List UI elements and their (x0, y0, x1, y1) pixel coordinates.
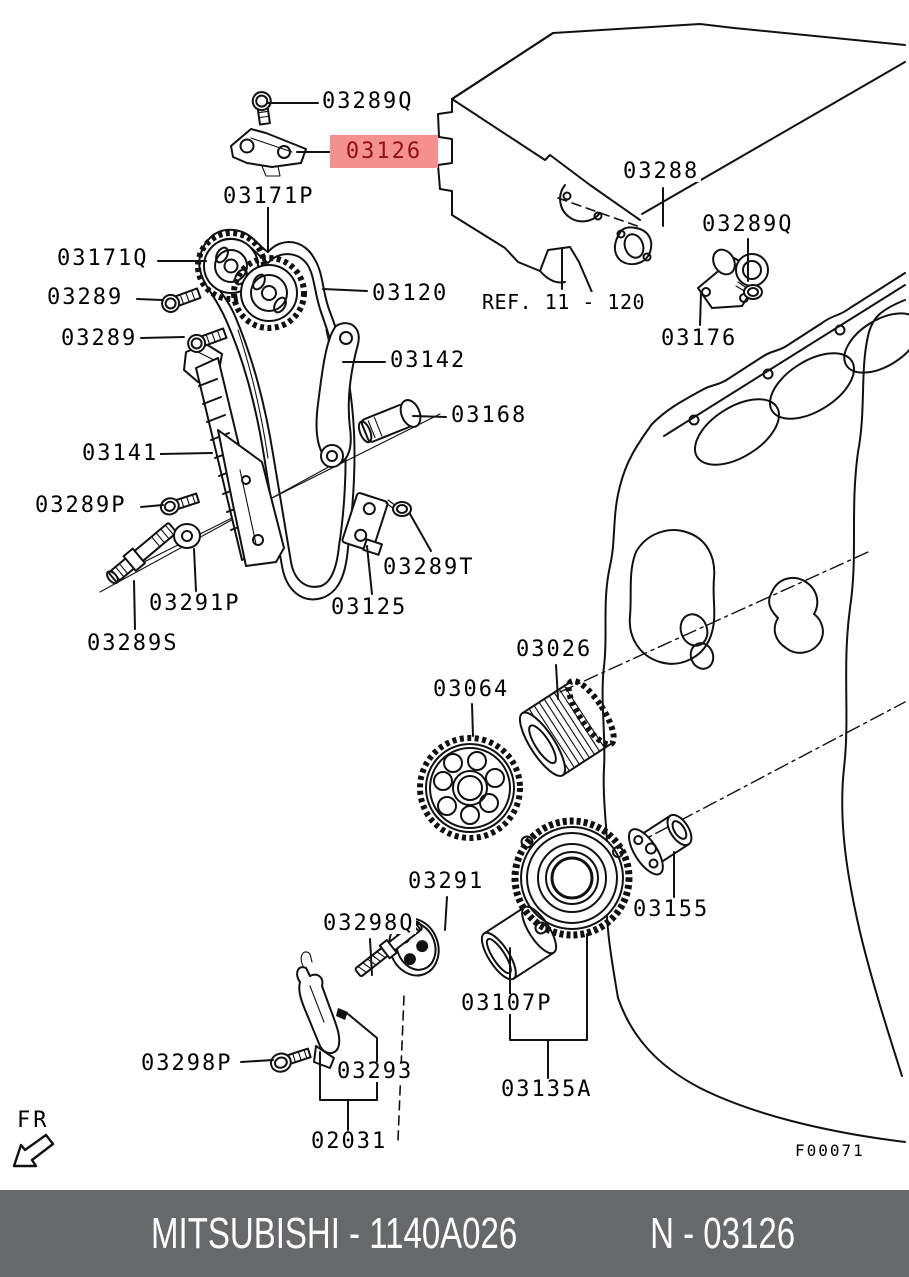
part-label-03298Q[interactable]: 03298Q (321, 911, 417, 936)
engine-block-drawing (601, 272, 909, 1143)
pivot-bolt-03168 (357, 399, 422, 444)
part-label-03125[interactable]: 03125 (329, 595, 410, 620)
cylinder-head-drawing (437, 23, 906, 305)
bolt-03289-b (187, 327, 228, 353)
part-label-03289-b[interactable]: 03289 (59, 326, 140, 351)
plug-03293 (336, 1008, 348, 1020)
assembly-axis-lines (99, 197, 906, 1141)
footer-page-ref: N - 03126 (650, 1208, 796, 1258)
figure-code: F00071 (795, 1141, 865, 1160)
part-label-03171P[interactable]: 03171P (221, 184, 317, 209)
part-label-03155[interactable]: 03155 (631, 897, 712, 922)
part-label-03168[interactable]: 03168 (449, 403, 530, 428)
gasket-03288 (614, 226, 653, 266)
part-label-03289P[interactable]: 03289P (33, 493, 129, 518)
part-label-02031[interactable]: 02031 (309, 1129, 390, 1154)
part-label-03288[interactable]: 03288 (621, 159, 702, 184)
bolt-03289-a (161, 287, 202, 313)
part-label-03135A[interactable]: 03135A (499, 1077, 595, 1102)
part-label-03291[interactable]: 03291 (406, 869, 487, 894)
chain-guide-03141 (183, 343, 285, 567)
spacer-03107P (480, 905, 558, 981)
camshaft-sprocket-03171P (231, 255, 307, 331)
part-label-03289S[interactable]: 03289S (85, 631, 181, 656)
part-label-03176[interactable]: 03176 (659, 326, 740, 351)
part-label-03120[interactable]: 03120 (370, 281, 451, 306)
bolt-03289Q-right (735, 281, 763, 300)
part-label-03293[interactable]: 03293 (335, 1059, 416, 1084)
bolt-03289Q-top (251, 91, 272, 126)
part-label-03126-highlighted[interactable]: 03126 (330, 135, 438, 168)
ref-label-11-120[interactable]: REF. 11 - 120 (480, 290, 648, 314)
gear-03064 (417, 735, 523, 841)
washer-03291P (173, 523, 201, 549)
footer-brand-part: MITSUBISHI - 1140A026 (150, 1208, 517, 1258)
footer-bar: MITSUBISHI - 1140A026 N - 03126 (0, 1190, 909, 1277)
part-label-03064[interactable]: 03064 (431, 677, 512, 702)
bolt-03289T (385, 499, 412, 517)
part-label-03026[interactable]: 03026 (514, 637, 595, 662)
part-label-03142[interactable]: 03142 (388, 348, 469, 373)
tensioner-lever-03142 (315, 322, 360, 468)
bracket-03126 (230, 128, 307, 177)
part-label-03141[interactable]: 03141 (80, 441, 161, 466)
front-direction-arrow (12, 1133, 55, 1168)
part-label-03291P[interactable]: 03291P (147, 591, 243, 616)
crank-sprocket-03135A (511, 817, 633, 939)
part-label-03289T[interactable]: 03289T (381, 555, 477, 580)
part-label-03289-a[interactable]: 03289 (45, 285, 126, 310)
part-label-03289Q-top[interactable]: 03289Q (320, 89, 416, 114)
tensioner-body-03125 (341, 492, 389, 556)
part-label-03107P[interactable]: 03107P (459, 991, 555, 1016)
part-label-03298P[interactable]: 03298P (139, 1051, 235, 1076)
tensioner-03155 (628, 813, 693, 876)
sprocket-03026 (518, 677, 617, 777)
part-label-03171Q[interactable]: 03171Q (55, 246, 151, 271)
bolt-03298P (269, 1047, 312, 1073)
bolt-03289P (159, 492, 200, 516)
stud-03289S (106, 522, 177, 585)
part-label-03289Q-right[interactable]: 03289Q (700, 212, 796, 237)
front-direction-label: FR (17, 1108, 50, 1133)
